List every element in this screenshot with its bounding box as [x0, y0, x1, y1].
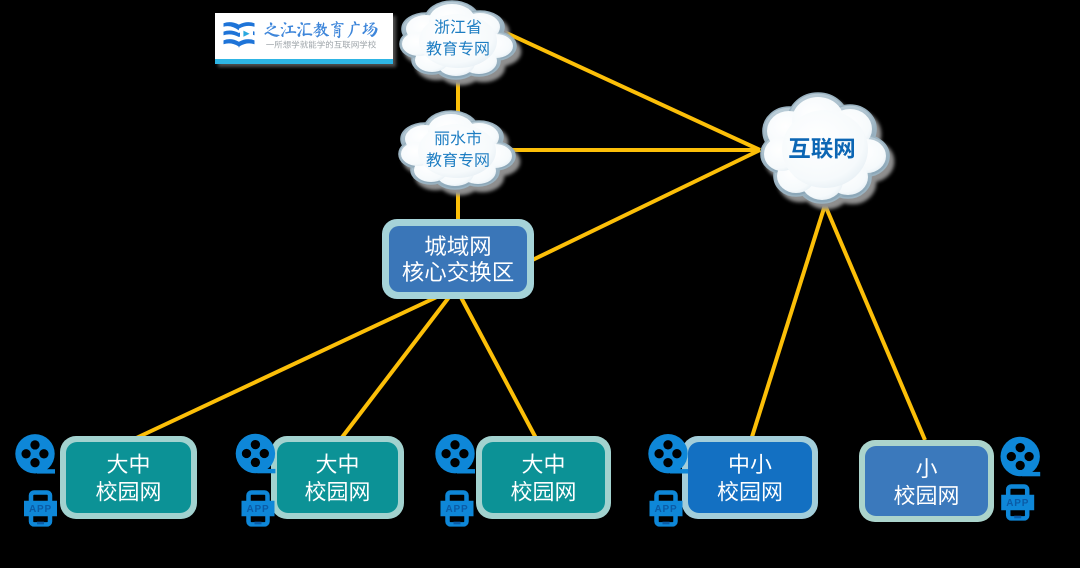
svg-text:APP: APP — [655, 504, 678, 515]
svg-text:APP: APP — [1006, 498, 1029, 509]
svg-text:APP: APP — [446, 504, 469, 515]
svg-text:APP: APP — [247, 504, 270, 515]
svg-text:APP: APP — [29, 504, 52, 515]
